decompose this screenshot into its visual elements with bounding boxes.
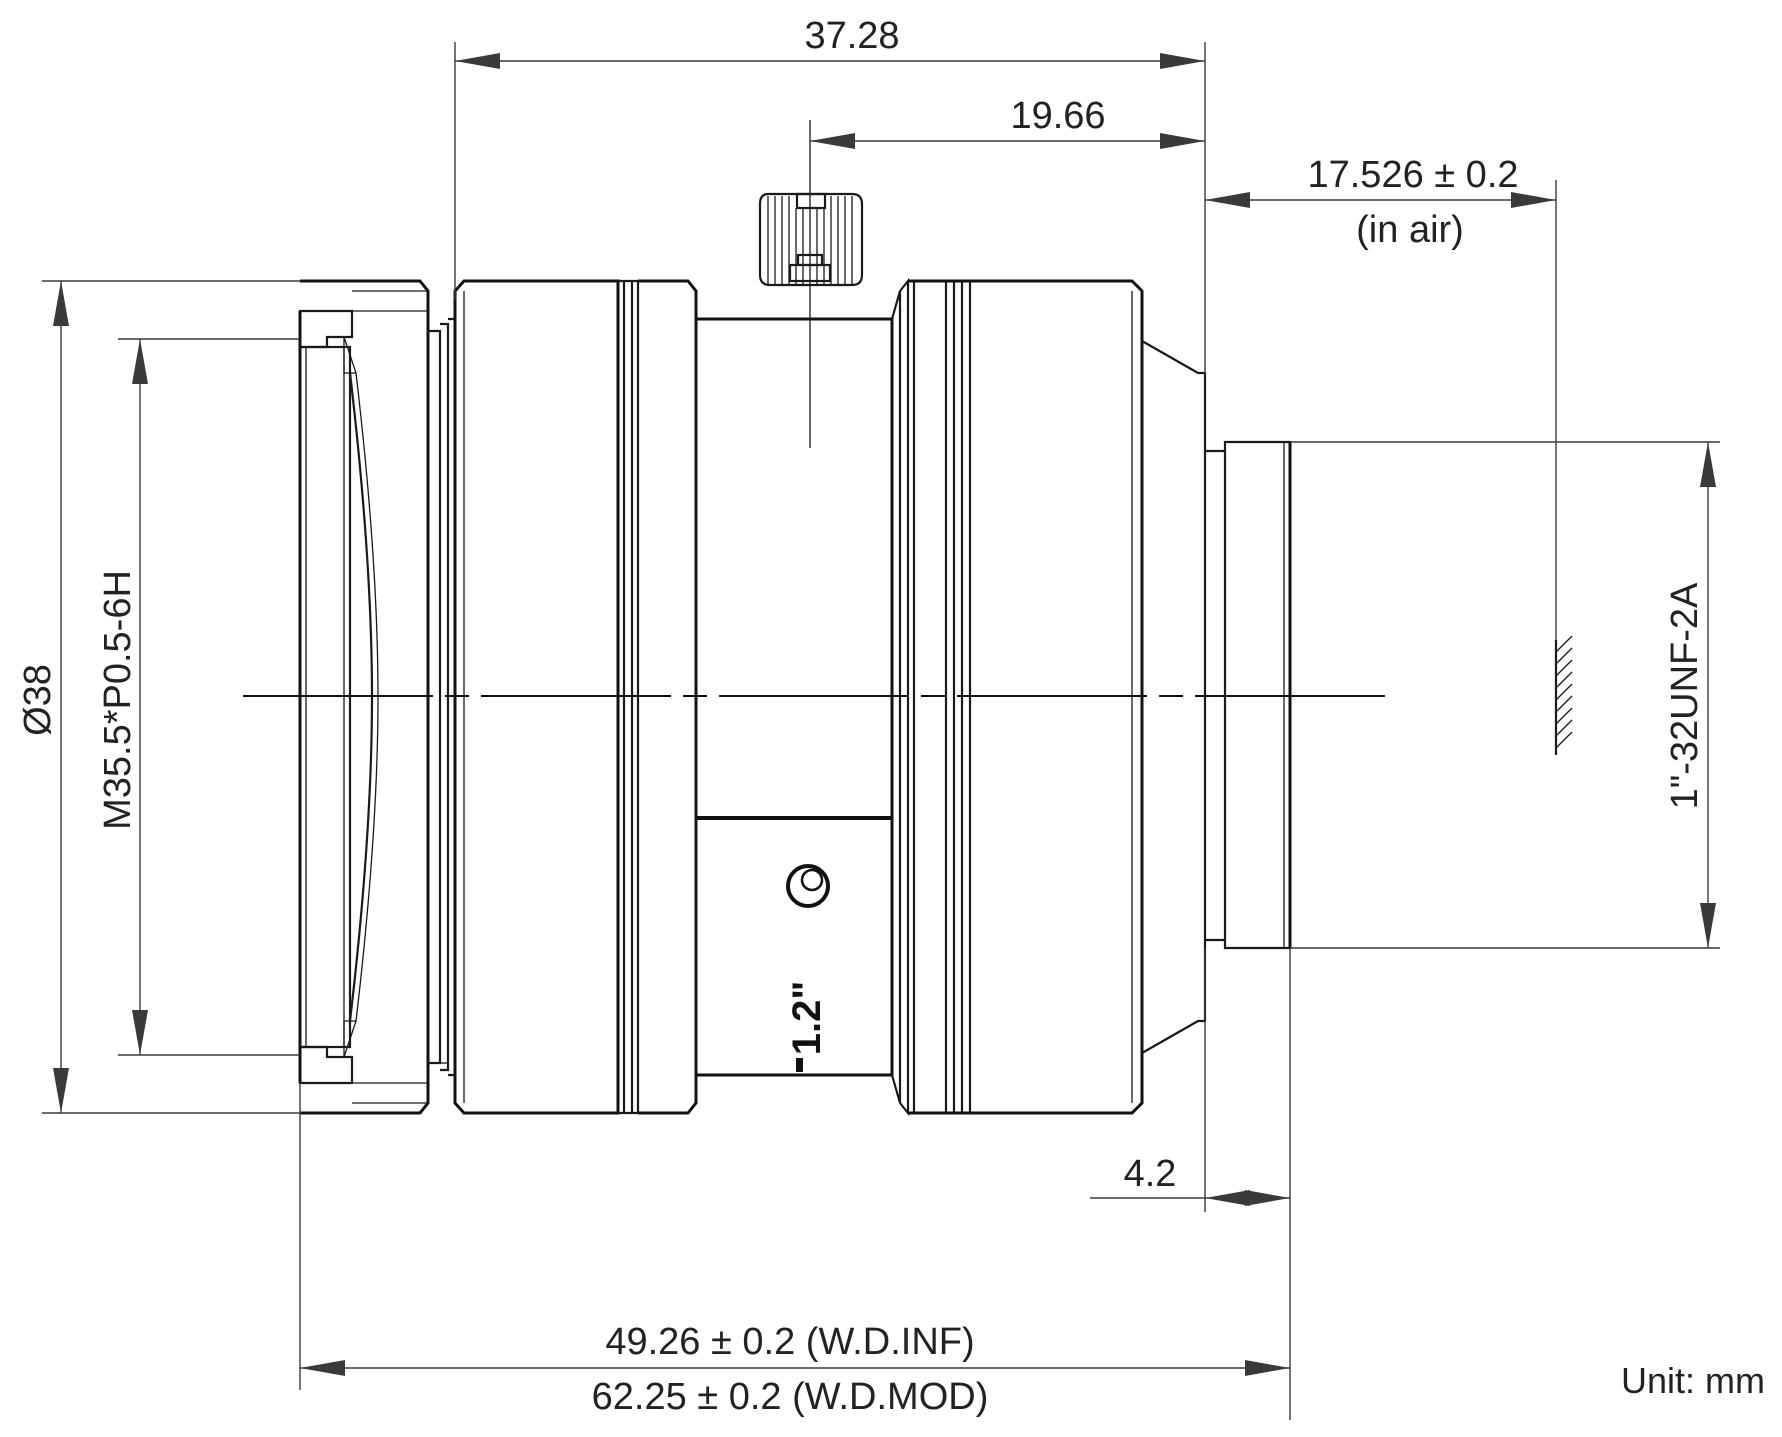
aperture-symbol	[786, 864, 830, 908]
dim-37-28	[455, 53, 1205, 69]
dim-text-total-inf: 49.26 ± 0.2 (W.D.INF)	[605, 1321, 974, 1363]
dim-mount-thread	[1700, 442, 1716, 948]
dim-text-17-526: 17.526 ± 0.2	[1307, 154, 1518, 196]
format-marking: 1.2"	[785, 981, 829, 1056]
dim-text-19-66: 19.66	[1010, 95, 1105, 137]
dim-17-526	[1205, 192, 1556, 208]
image-plane	[1554, 635, 1573, 755]
dim-filter-thread	[132, 339, 148, 1055]
dim-19-66	[810, 133, 1205, 149]
dim-text-filter-thread: M35.5*P0.5-6H	[97, 570, 139, 830]
dim-text-37-28: 37.28	[804, 15, 899, 57]
dim-total-length	[300, 1360, 1290, 1376]
lens-body: 1.2"	[243, 120, 1573, 1117]
unit-label: Unit: mm	[1621, 1360, 1765, 1401]
dim-text-mount-thread: 1"-32UNF-2A	[1664, 582, 1706, 809]
dim-text-4-2: 4.2	[1124, 1153, 1177, 1195]
dim-4-2	[1090, 1190, 1290, 1206]
dim-text-total-mod: 62.25 ± 0.2 (W.D.MOD)	[592, 1376, 989, 1418]
dim-text-in-air: (in air)	[1356, 209, 1464, 251]
locking-screw-knob	[758, 192, 864, 287]
dimension-lines	[42, 42, 1720, 1420]
dim-diameter-38	[53, 281, 69, 1113]
dim-text-diameter: Ø38	[17, 664, 59, 736]
